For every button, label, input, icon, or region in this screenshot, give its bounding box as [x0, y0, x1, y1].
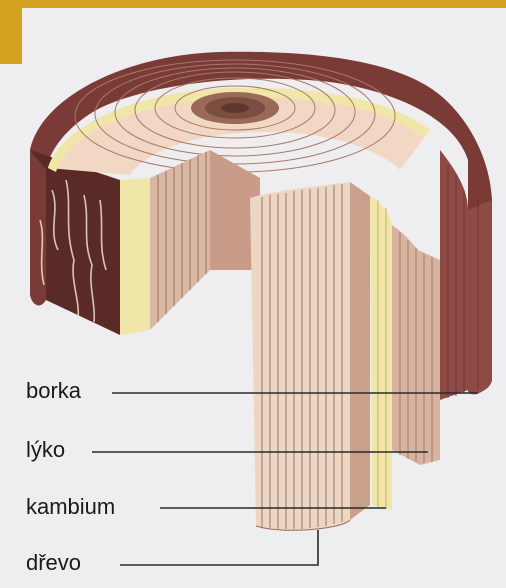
- left-cut-face: [120, 178, 150, 335]
- wood-column: [250, 182, 350, 530]
- label-drevo: dřevo: [26, 552, 81, 574]
- label-lyko: lýko: [26, 439, 65, 461]
- label-borka: borka: [26, 380, 81, 402]
- cambium-layer: [370, 196, 392, 510]
- accent-bar-top: [0, 0, 506, 8]
- accent-bar-left: [0, 0, 22, 64]
- label-kambium: kambium: [26, 496, 115, 518]
